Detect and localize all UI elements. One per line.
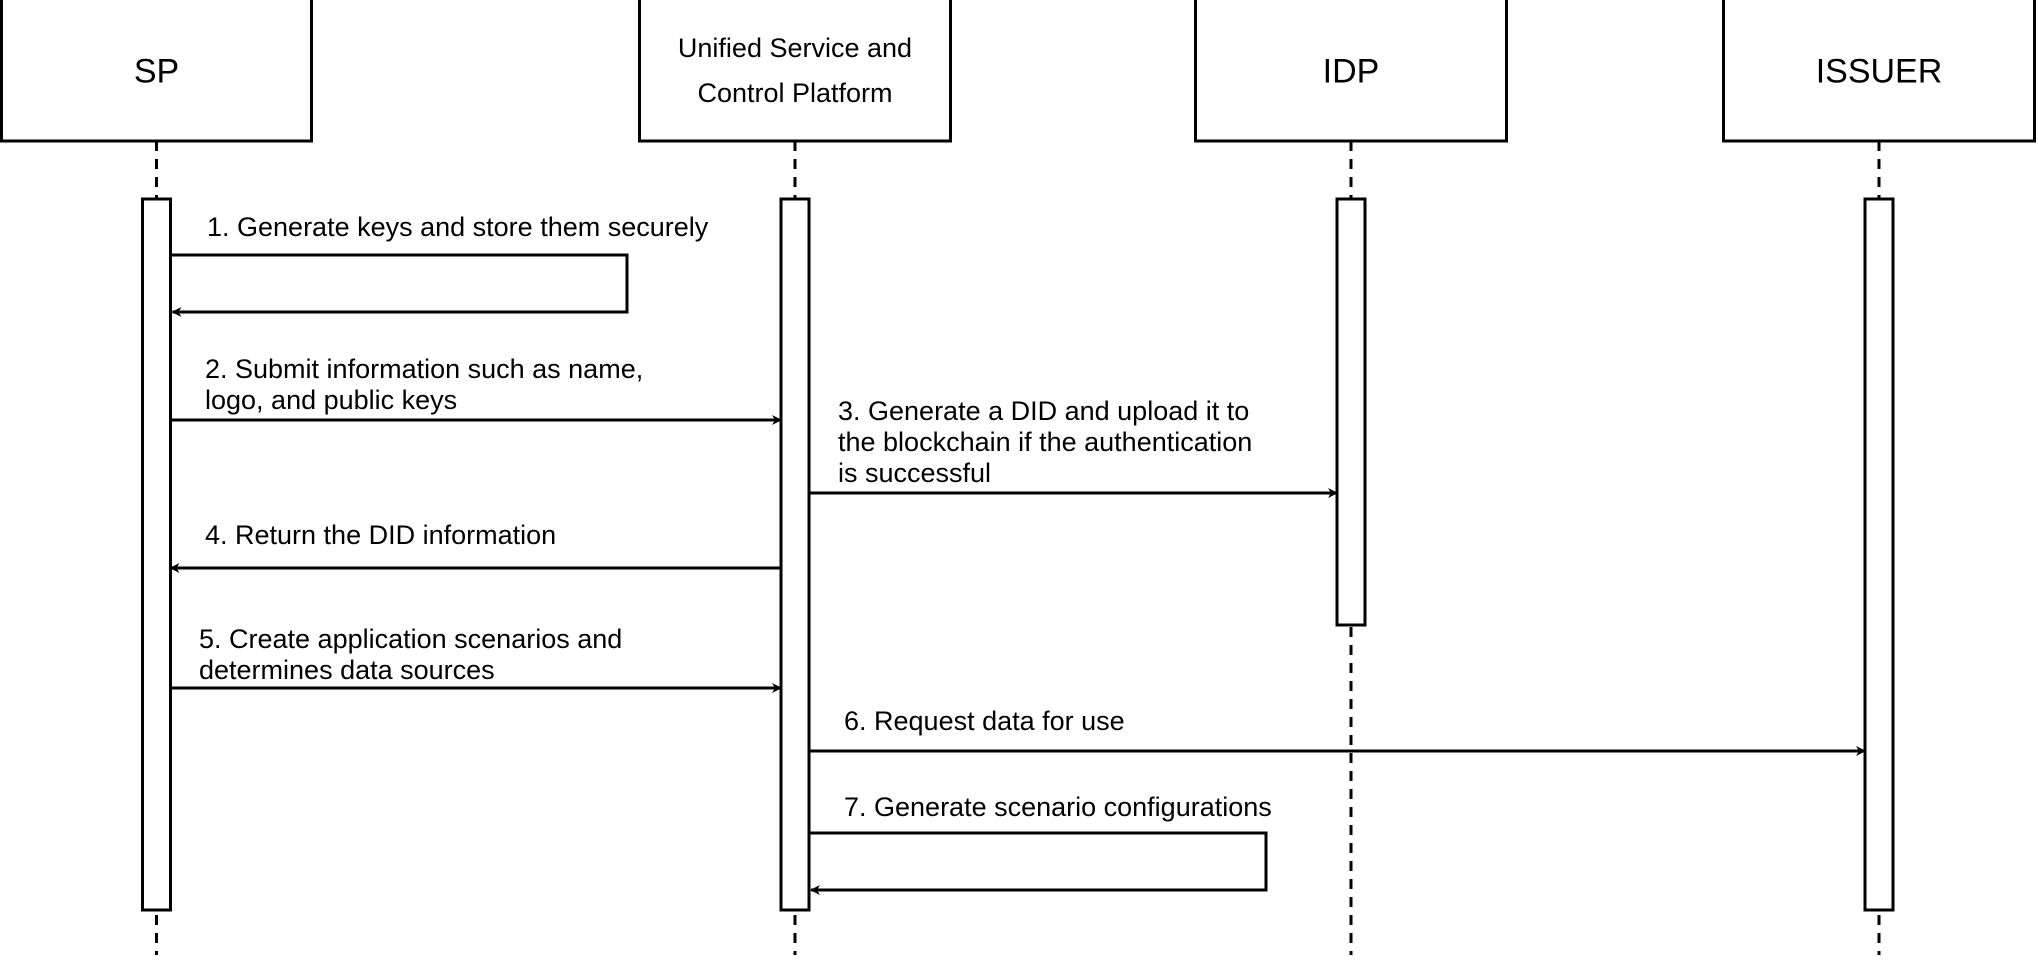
actor-label: SP (134, 53, 179, 91)
actor-label: ISSUER (1816, 53, 1943, 91)
activation-bar-sp (141, 197, 172, 912)
message-label: logo, and public keys (205, 385, 457, 415)
message-label: 7. Generate scenario configurations (844, 792, 1272, 822)
message-7: 7. Generate scenario configurations (809, 792, 1272, 895)
self-message-arrow (170, 253, 629, 317)
actor-issuer: ISSUER (1722, 0, 2036, 143)
actor-sp: SP (0, 0, 313, 143)
activation-bar-idp (1335, 197, 1367, 627)
message-label: 3. Generate a DID and upload it to (838, 396, 1249, 426)
message-label: 5. Create application scenarios and (199, 624, 622, 654)
message-label: determines data sources (199, 655, 495, 685)
activation-bar-issuer (1863, 197, 1895, 912)
actor-idp: IDP (1194, 0, 1508, 143)
actor-label: Unified Service and (678, 33, 912, 63)
self-message-arrow (809, 831, 1268, 895)
actor-label: IDP (1323, 53, 1380, 91)
message-label: 1. Generate keys and store them securely (207, 212, 709, 242)
actor-label: Control Platform (697, 78, 892, 108)
message-4: 4. Return the DID information (169, 520, 781, 573)
message-5: 5. Create application scenarios anddeter… (170, 624, 782, 693)
message-label: the blockchain if the authentication (838, 427, 1252, 457)
actor-box-sp (0, 0, 313, 143)
actor-box-uscp (638, 0, 952, 143)
message-label: is successful (838, 458, 991, 488)
message-label: 6. Request data for use (844, 706, 1125, 736)
actor-box-idp (1194, 0, 1508, 143)
message-label: 4. Return the DID information (205, 520, 556, 550)
message-1: 1. Generate keys and store them securely (170, 212, 709, 317)
activation-bar-uscp (779, 197, 811, 912)
message-label: 2. Submit information such as name, (205, 354, 643, 384)
actor-box-issuer (1722, 0, 2036, 143)
message-6: 6. Request data for use (809, 706, 1866, 756)
message-2: 2. Submit information such as name,logo,… (170, 354, 782, 425)
